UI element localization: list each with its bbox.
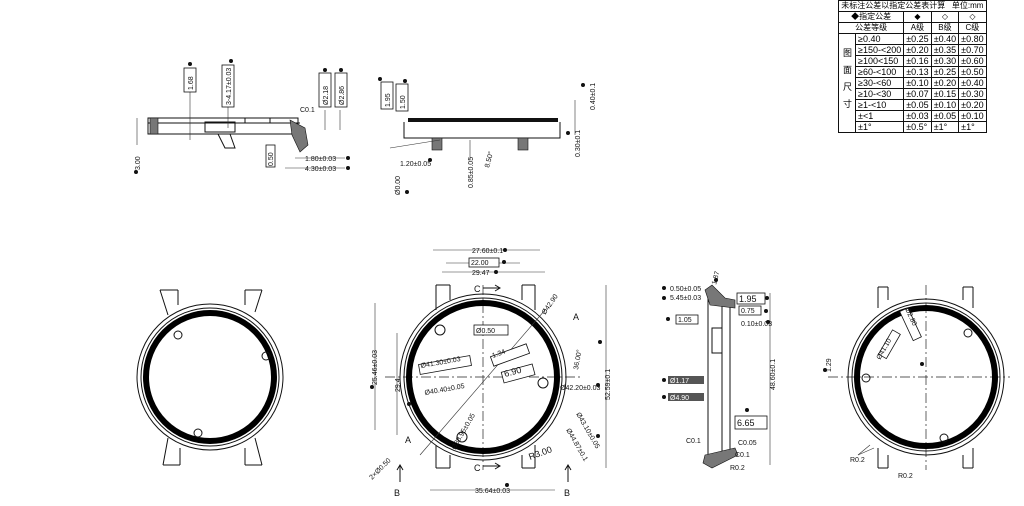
dim-0-85: 0.85±0.05 [468, 157, 475, 188]
dim-dia-1-17: Ø1.17 [670, 378, 689, 385]
dim-25-46: 25.46±0.03 [372, 350, 379, 385]
radius-r0-2-lug: R0.2 [898, 473, 913, 480]
dim-29-4: 29.4 [395, 378, 402, 392]
dim-angle-8-50: 8.50° [483, 150, 495, 168]
chamfer-c0-1-right: C0.1 [735, 452, 750, 459]
radius-r0-2-ring: R0.2 [850, 457, 865, 464]
arrow-icon [483, 462, 501, 470]
dim-dia-2-86: Ø2.86 [339, 86, 346, 105]
dim-dia-38-95: Ø38.95±0.05 [451, 412, 477, 451]
dim-1-34: 1.34 [491, 349, 506, 360]
dim-dia-42-90: Ø42.90 [541, 293, 560, 316]
tolerance-cell-c: ±0.50 [958, 66, 987, 78]
tolerance-row: ≥150-<200±0.20±0.35±0.70 [839, 44, 987, 56]
dim-0-50: 0.50±0.05 [670, 286, 701, 293]
dim-0-10: 0.10±0.03 [741, 321, 772, 328]
dim-dia-0-50: Ø0.50 [476, 328, 495, 335]
dim-dia-small: Ø0.00 [395, 176, 402, 195]
dim-dia-42-20: Ø42.20±0.03 [560, 385, 601, 392]
dim-3-00: 3.00 [135, 156, 142, 170]
dimension-side-label: 图面尺寸 [842, 48, 852, 116]
table-title-text: 未标注公差以指定公差表计算 [841, 1, 946, 10]
section-view-1: 1.68 3-4.17±0.03 Ø2.18 Ø2.86 C0.1 1.80±0… [134, 59, 350, 174]
dim-1-95: 1.95 [739, 294, 757, 304]
dim-29-47: 29.47 [472, 270, 490, 277]
section-a-label-bottom: A [405, 435, 411, 445]
dim-6-90: 6.90 [503, 365, 523, 379]
arrow-icon [396, 464, 404, 482]
tolerance-row: ≥60-<100±0.13±0.25±0.50 [839, 66, 987, 78]
dim-dia-40-40: Ø40.40±0.05 [424, 383, 465, 397]
ring-view-front: 27.60±0.1 22.00 29.47 25.46±0.03 29.4 Ø4… [368, 248, 612, 498]
dim-5-45: 5.45±0.03 [670, 295, 701, 302]
dim-1-87: 1.87 [711, 270, 721, 285]
tolerance-row: ±1°±0.5°±1°±1° [839, 121, 987, 133]
side-section-view: 1.87 0.50±0.05 5.45±0.03 1.95 0.75 1.05 … [662, 270, 777, 472]
dim-27-60: 27.60±0.1 [472, 248, 503, 255]
tolerance-cell-c: ±1° [958, 121, 987, 133]
tolerance-row: ≥30-<60±0.10±0.20±0.40 [839, 77, 987, 89]
dim-r3-00: R3.00 [527, 444, 553, 462]
dim-0-75: 0.75 [741, 308, 755, 315]
tolerance-cell-b: ±1° [930, 121, 960, 133]
dim-35-64: 35.64±0.03 [475, 488, 510, 495]
arrow-icon [483, 284, 501, 292]
dim-6-65: 6.65 [737, 418, 755, 428]
section-view-2: 1.95 1.50 0.40±0.1 0.30±0.1 1.20±0.05 0.… [378, 77, 597, 195]
section-a-label-top: A [573, 312, 579, 322]
dim-dia-4-90: Ø4.90 [670, 395, 689, 402]
dim-angle-36: 36.00° [572, 349, 583, 371]
section-c-label-top: C [474, 284, 481, 294]
arrow-icon [564, 464, 572, 482]
dim-1-95: 1.95 [385, 93, 392, 107]
dim-22-00: 22.00 [471, 260, 489, 267]
dim-1-68: 1.68 [188, 76, 195, 90]
dim-4-17: 3-4.17±0.03 [226, 68, 233, 105]
dim-1-29: 1.29 [826, 358, 833, 372]
chamfer-c0-1-left: C0.1 [686, 438, 701, 445]
tolerance-row: ≥1-<10±0.05±0.10±0.20 [839, 99, 987, 111]
dim-52-59: 52.59±0.1 [605, 369, 612, 400]
dim-1-20: 1.20±0.05 [400, 161, 431, 168]
tolerance-cell-range: ±1° [854, 121, 905, 133]
unit-text: 单位:mm [951, 1, 984, 10]
dim-48-60: 48.60±0.1 [770, 359, 777, 390]
chamfer-c0-05: C0.05 [738, 440, 757, 447]
radius-r0-2: R0.2 [730, 465, 745, 472]
ring-view-left [136, 289, 284, 466]
ring-view-back: Ø41.10 Ø2.80 1.29 R0.2 R0.2 [823, 285, 1010, 480]
spec-text: 指定公差 [859, 12, 892, 21]
section-b-label-left: B [394, 488, 400, 498]
dim-1-80: 1.80±0.03 [305, 156, 336, 163]
dim-0-50: 0.50 [268, 152, 275, 166]
section-c-label-bottom: C [474, 463, 481, 473]
dim-1-05: 1.05 [678, 317, 692, 324]
dim-0-40: 0.40±0.1 [590, 83, 597, 110]
dim-0-30: 0.30±0.1 [575, 130, 582, 157]
dim-4-30: 4.30±0.03 [305, 166, 336, 173]
dim-2x-dia-0-50: 2×Ø0.50 [368, 457, 392, 481]
chamfer-label: C0.1 [300, 107, 315, 114]
dim-1-50: 1.50 [400, 95, 407, 109]
tolerance-cell-a: ±0.5° [903, 121, 932, 133]
section-b-label-right: B [564, 488, 570, 498]
dim-dia-2-18: Ø2.18 [323, 86, 330, 105]
